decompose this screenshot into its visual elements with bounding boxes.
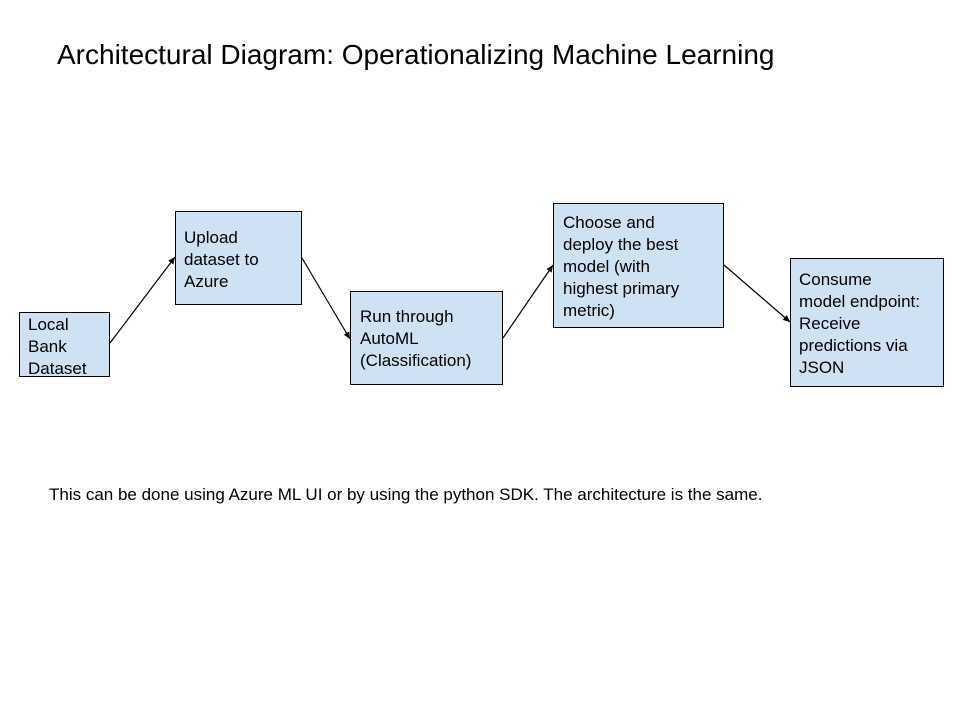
- node-run-automl: Run through AutoML (Classification): [350, 291, 503, 385]
- node-label-line: model endpoint:: [799, 292, 920, 311]
- node-consume-endpoint: Consume model endpoint: Receive predicti…: [790, 258, 944, 387]
- diagram-title: Architectural Diagram: Operationalizing …: [57, 39, 775, 70]
- node-label-line: model (with: [563, 257, 650, 276]
- node-label-line: Receive: [799, 314, 861, 333]
- node-label-line: Run through: [360, 307, 454, 326]
- arrow-automl-to-deploy: [502, 264, 554, 339]
- node-local-bank-dataset: Local Bank Dataset: [19, 312, 110, 377]
- node-label-line: Azure: [184, 272, 229, 291]
- node-label-line: predictions via: [799, 336, 908, 355]
- node-label-line: metric): [563, 301, 615, 320]
- arrow-deploy-to-consume: [723, 264, 791, 323]
- node-label-line: deploy the best: [563, 235, 679, 254]
- node-upload-dataset: Upload dataset to Azure: [175, 211, 302, 305]
- node-label-line: Dataset: [28, 359, 87, 377]
- footnote-text: This can be done using Azure ML UI or by…: [49, 485, 763, 504]
- node-label-line: Choose and: [563, 213, 655, 232]
- arrow-upload-to-automl: [301, 257, 351, 340]
- node-label-line: Bank: [28, 337, 67, 356]
- node-label-line: highest primary: [563, 279, 680, 298]
- node-label-line: JSON: [799, 358, 845, 377]
- node-label-line: AutoML: [360, 329, 419, 348]
- node-label-line: (Classification): [360, 351, 472, 370]
- node-choose-deploy-model: Choose and deploy the best model (with h…: [553, 203, 724, 328]
- arrow-dataset-to-upload: [109, 256, 176, 344]
- node-label-line: Consume: [799, 270, 872, 289]
- node-label-line: dataset to: [184, 250, 259, 269]
- node-label-line: Local: [28, 315, 69, 334]
- node-label-line: Upload: [184, 228, 238, 247]
